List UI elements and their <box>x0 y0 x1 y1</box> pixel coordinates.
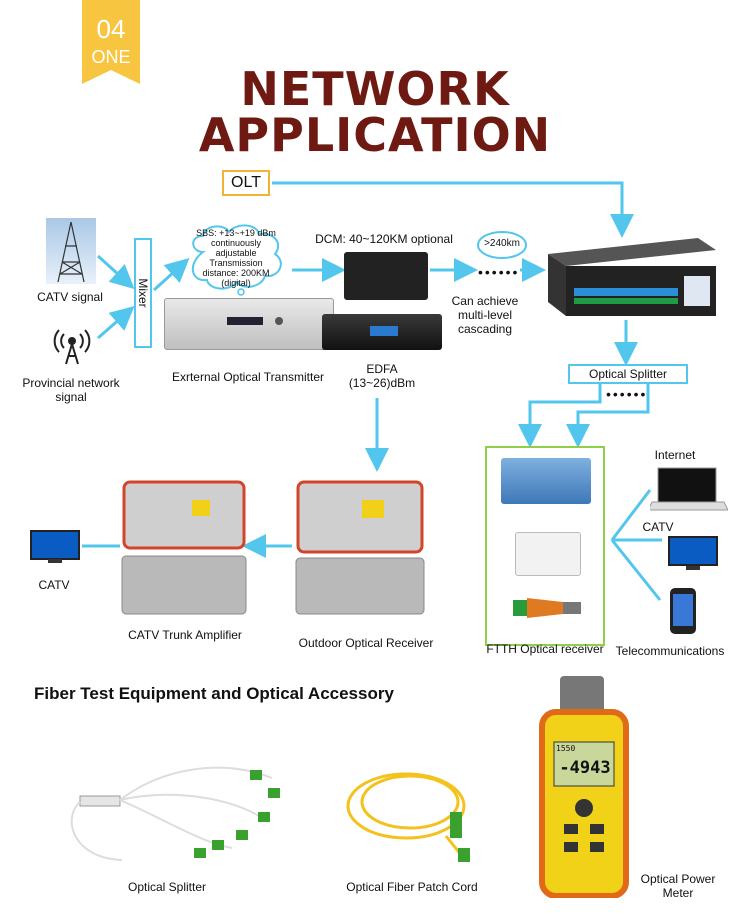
telecom-label: Telecommunications <box>615 644 725 658</box>
rack-device <box>538 236 718 318</box>
power-meter-label: Optical Power Meter <box>640 872 716 900</box>
transmitter-device <box>164 298 334 350</box>
accessory-section-title: Fiber Test Equipment and Optical Accesso… <box>34 684 394 703</box>
tower-icon <box>57 221 85 283</box>
phone-icon <box>670 588 696 634</box>
badge-word: ONE <box>91 47 131 67</box>
cloud-text: SBS: +13~+19 dBm continuously adjustable… <box>196 228 276 288</box>
page-title-line1: NETWORK <box>240 62 510 116</box>
ftth-frame <box>485 446 605 646</box>
section-badge: 04 ONE <box>82 0 140 84</box>
catv-tower-image <box>46 218 96 284</box>
page-title-line2: APPLICATION <box>198 108 552 162</box>
badge-number: 04 <box>96 14 126 44</box>
power-meter-icon <box>539 676 629 899</box>
outdoor-receiver-icon <box>295 480 425 615</box>
ftth-device-1 <box>501 458 591 504</box>
cascade-dots: •••••• <box>478 264 520 280</box>
splitter-accessory-icon <box>70 766 280 861</box>
laptop-icon <box>650 467 728 511</box>
internet-label: Internet <box>654 448 696 462</box>
ftth-label: FTTH Optical receiver <box>486 642 604 656</box>
antenna-icon <box>53 329 91 365</box>
outdoor-label: Outdoor Optical Receiver <box>298 636 434 650</box>
rack-device-icon <box>548 238 716 316</box>
edfa-device <box>322 314 442 350</box>
mixer-box: Mixer <box>134 238 152 348</box>
patch-cord-label: Optical Fiber Patch Cord <box>346 880 478 894</box>
splitter-dots: •••••• <box>606 386 648 402</box>
edfa-label: EDFA (13~26)dBm <box>348 362 416 390</box>
tv-icon <box>668 536 718 570</box>
splitter-accessory-label: Optical Splitter <box>127 880 207 894</box>
trunk-amplifier-icon <box>121 480 247 615</box>
badge-ribbon-icon <box>82 0 140 84</box>
trunk-label: CATV Trunk Amplifier <box>128 628 242 642</box>
meter-small-reading: 1550 <box>556 744 576 753</box>
mixer-label: Mixer <box>136 278 150 308</box>
cascade-bubble-icon <box>477 231 527 259</box>
cloud-callout-icon <box>192 224 282 296</box>
meter-reading: -4943 <box>559 758 611 778</box>
cascade-badge: >240km <box>484 238 520 249</box>
power-meter-device: 1550 -4943 <box>536 672 632 899</box>
ftth-device-3 <box>513 594 583 622</box>
dcm-label: DCM: 40~120KM optional <box>315 232 453 246</box>
trunk-amplifier-device <box>118 476 250 616</box>
ftth-device-2 <box>515 532 581 576</box>
patch-cord-icon <box>346 772 470 862</box>
catv-tv-icon <box>30 530 80 563</box>
provincial-label: Provincial network signal <box>22 376 120 404</box>
catv-left-label: CATV <box>38 578 70 592</box>
transmitter-label: Exrternal Optical Transmitter <box>171 370 325 384</box>
catv-right-label: CATV <box>642 520 674 534</box>
olt-box: OLT <box>222 170 270 196</box>
catv-signal-label: CATV signal <box>37 290 103 304</box>
dcm-device <box>344 252 428 300</box>
optical-splitter-box: Optical Splitter <box>568 364 688 384</box>
cascade-label: Can achieve multi-level cascading <box>451 294 519 336</box>
outdoor-receiver-device <box>292 480 428 616</box>
